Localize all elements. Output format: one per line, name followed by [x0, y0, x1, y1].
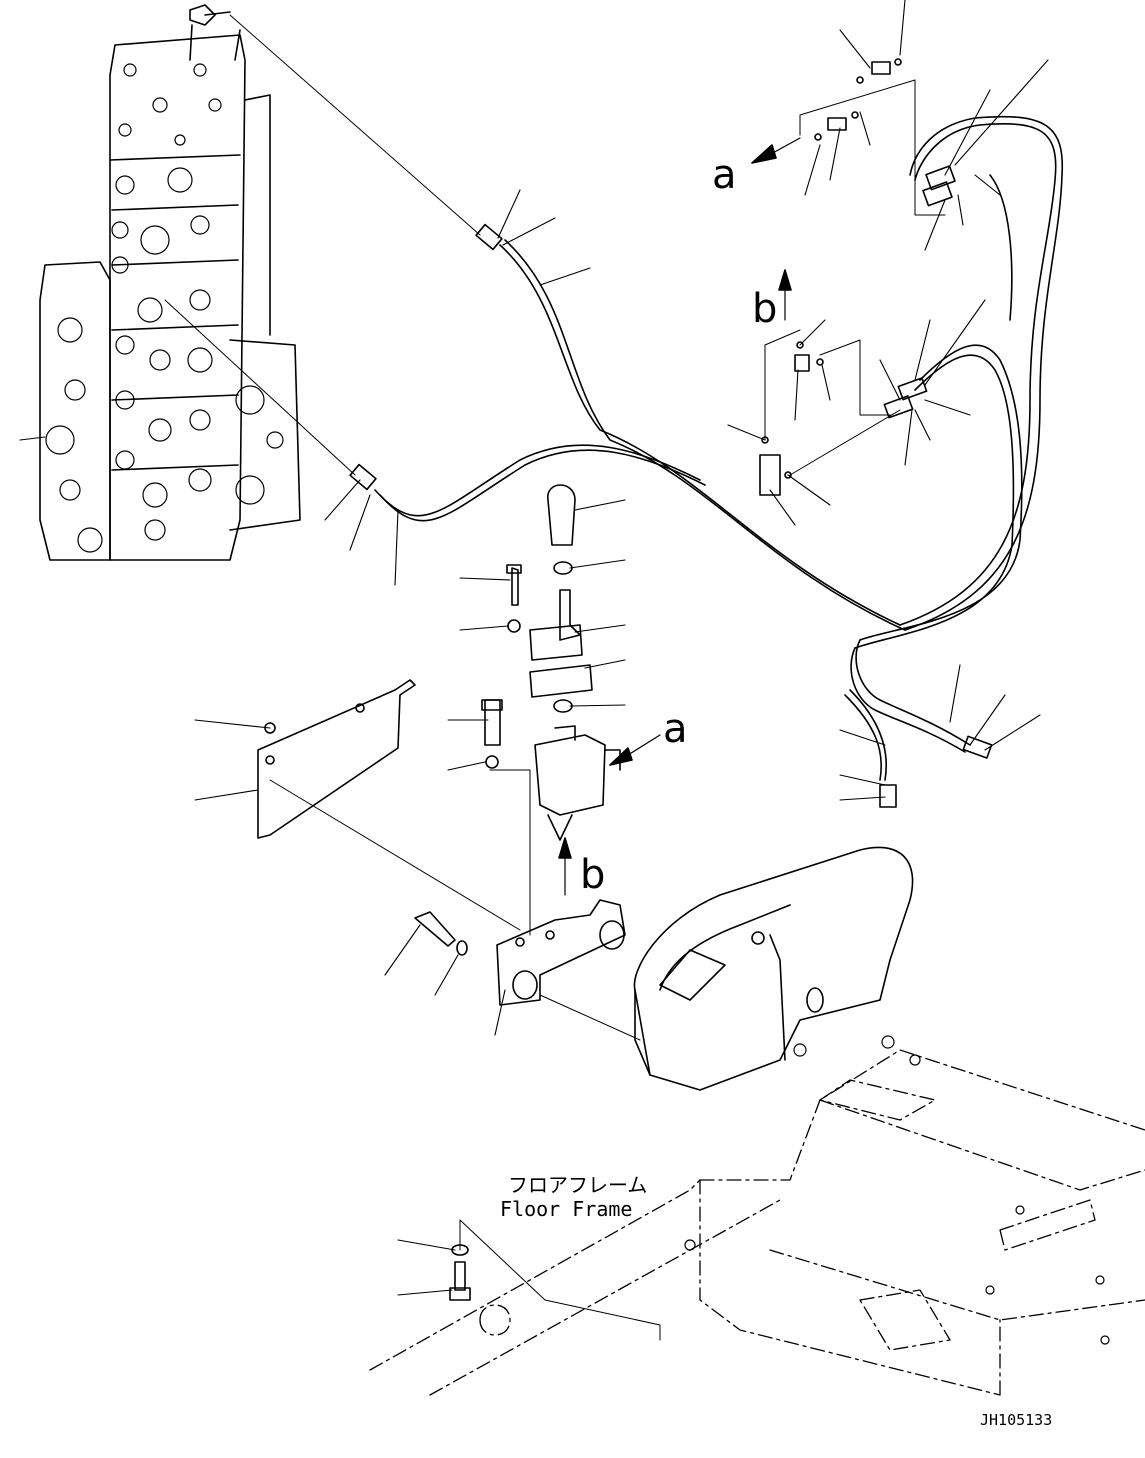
view-label-b-top: b — [752, 286, 777, 332]
floor-frame — [369, 1049, 1145, 1396]
floor-frame-label-en: Floor Frame — [500, 1197, 632, 1221]
drawing-id: JH105133 — [980, 1411, 1052, 1429]
group-brackets — [764, 79, 946, 476]
cover-plate — [257, 679, 521, 931]
view-arrows — [558, 137, 801, 896]
leader-lines — [19, 0, 1049, 1296]
view-label-a-top: a — [712, 152, 737, 198]
floor-bolt — [449, 1219, 661, 1341]
mount-bracket — [414, 899, 641, 1041]
floor-frame-label-jp: フロアフレーム — [508, 1173, 647, 1197]
hose-lines — [164, 14, 1064, 781]
view-label-a-mid: a — [663, 706, 688, 752]
console-box — [633, 846, 914, 1091]
control-valve-assembly — [39, 4, 301, 561]
hose-fittings — [349, 58, 993, 808]
view-label-b-mid: b — [580, 852, 605, 898]
floor-frame-bolts — [684, 1035, 1110, 1345]
